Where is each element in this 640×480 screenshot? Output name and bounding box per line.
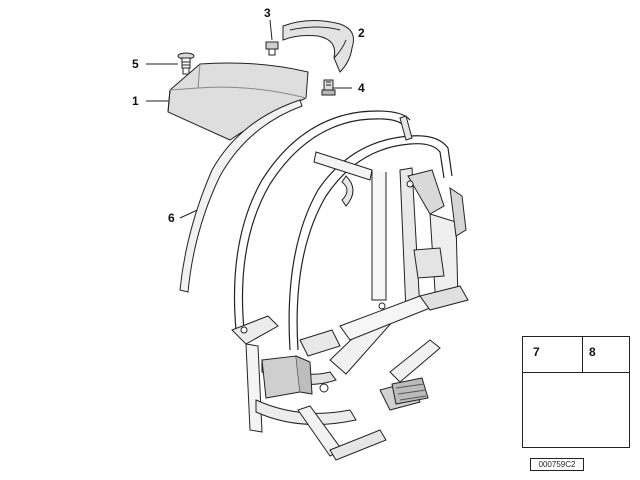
callout-4: 4: [358, 81, 365, 95]
callout-3: 3: [264, 6, 271, 20]
roof-panel-part: [167, 62, 309, 141]
callout-2: 2: [358, 26, 365, 40]
leader-3: [269, 19, 273, 41]
cover-cap-part: [282, 20, 354, 73]
callout-1: 1: [132, 94, 139, 108]
inset-separator: [522, 372, 630, 373]
callout-6: 6: [168, 211, 175, 225]
bolt-part-4: [321, 79, 336, 96]
callout-5: 5: [132, 57, 139, 71]
main-frame: [231, 110, 469, 461]
inset-divider: [582, 336, 583, 372]
callout-7: 7: [533, 345, 540, 359]
inset-panel: [522, 336, 630, 448]
screw-part-5: [177, 52, 195, 75]
reference-code: 000759C2: [530, 458, 584, 471]
screw-part-3: [265, 41, 279, 56]
trim-strip-part: [179, 99, 303, 293]
callout-8: 8: [589, 345, 596, 359]
